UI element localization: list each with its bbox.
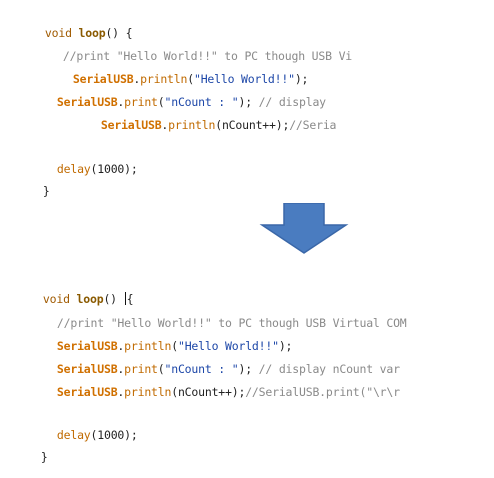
code-comment: //print "Hello World!!" to PC though USB…	[56, 316, 407, 330]
object-name: SerialUSB	[56, 385, 118, 399]
method-name: print	[124, 362, 158, 376]
code-comment: //print "Hello World!!" to PC though USB…	[62, 49, 353, 63]
code-text: );	[238, 95, 259, 109]
keyword-void: void	[44, 26, 72, 40]
code-text: );	[294, 72, 309, 86]
down-arrow-icon	[259, 203, 349, 254]
code-line-1: void loop() {	[18, 12, 133, 54]
object-name: SerialUSB	[72, 72, 134, 86]
code-line-2: //print "Hello World!!" to PC though USB…	[36, 35, 352, 77]
method-name: println	[168, 118, 216, 132]
code-text: (	[157, 95, 165, 109]
object-name: SerialUSB	[56, 339, 118, 353]
code-text: (nCount++);	[215, 118, 290, 132]
code-text: (	[171, 339, 178, 353]
code-line-1: void loop() {	[16, 278, 134, 320]
code-text: .	[117, 95, 125, 109]
object-name: SerialUSB	[56, 95, 118, 109]
code-line-5: SerialUSB.println(nCount++);//SerialUSB.…	[30, 371, 400, 413]
code-text: .	[117, 362, 125, 376]
code-line-3: SerialUSB.println("Hello World!!");	[46, 58, 309, 100]
code-line-4: SerialUSB.print("nCount : "); // display…	[30, 348, 400, 390]
code-text: );	[238, 362, 259, 376]
code-text: .	[133, 72, 141, 86]
code-text: );	[278, 339, 293, 353]
method-name: println	[140, 72, 188, 86]
code-comment: //Seria	[289, 118, 337, 132]
text-cursor	[124, 292, 126, 305]
code-line-7: }	[16, 170, 50, 212]
code-line-5: SerialUSB.println(nCount++);//Seria	[74, 104, 337, 146]
function-name: loop	[78, 26, 106, 40]
code-text: (nCount++);	[171, 385, 246, 399]
code-text: () {	[105, 26, 133, 40]
method-name: println	[124, 339, 172, 353]
opening-brace: {	[126, 292, 134, 306]
code-line-2: //print "Hello World!!" to PC though USB…	[30, 302, 407, 344]
code-comment: // display	[258, 95, 326, 109]
code-text: ()	[103, 292, 124, 306]
closing-brace: }	[40, 450, 48, 464]
object-name: SerialUSB	[56, 362, 118, 376]
keyword-void: void	[42, 292, 70, 306]
method-name: delay	[56, 428, 91, 442]
string-literal: "nCount : "	[164, 95, 239, 109]
code-text: (1000);	[90, 428, 138, 442]
code-comment: //SerialUSB.print("\r\r	[245, 385, 400, 399]
method-name: delay	[56, 162, 91, 176]
code-line-3: SerialUSB.println("Hello World!!");	[30, 325, 293, 367]
string-literal: "Hello World!!"	[193, 72, 295, 86]
code-line-6: delay(1000);	[30, 148, 138, 190]
code-text: .	[117, 385, 125, 399]
code-line-6: delay(1000);	[30, 414, 138, 456]
object-name: SerialUSB	[100, 118, 162, 132]
string-literal: "nCount : "	[164, 362, 239, 376]
code-text: (	[187, 72, 194, 86]
code-text: (	[157, 362, 165, 376]
closing-brace: }	[42, 184, 50, 198]
code-panel-after: void loop() { //print "Hello World!!" to…	[0, 268, 410, 464]
code-line-4: SerialUSB.print("nCount : "); // display	[30, 81, 326, 123]
code-comment: // display nCount var	[258, 362, 400, 376]
code-text: (1000);	[90, 162, 138, 176]
string-literal: "Hello World!!"	[177, 339, 279, 353]
method-name: println	[124, 385, 172, 399]
code-panel-before: void loop() { //print "Hello World!!" to…	[0, 0, 360, 200]
function-name: loop	[76, 292, 104, 306]
code-line-7: }	[14, 436, 48, 478]
code-text: .	[117, 339, 125, 353]
method-name: print	[124, 95, 158, 109]
code-text: .	[161, 118, 169, 132]
